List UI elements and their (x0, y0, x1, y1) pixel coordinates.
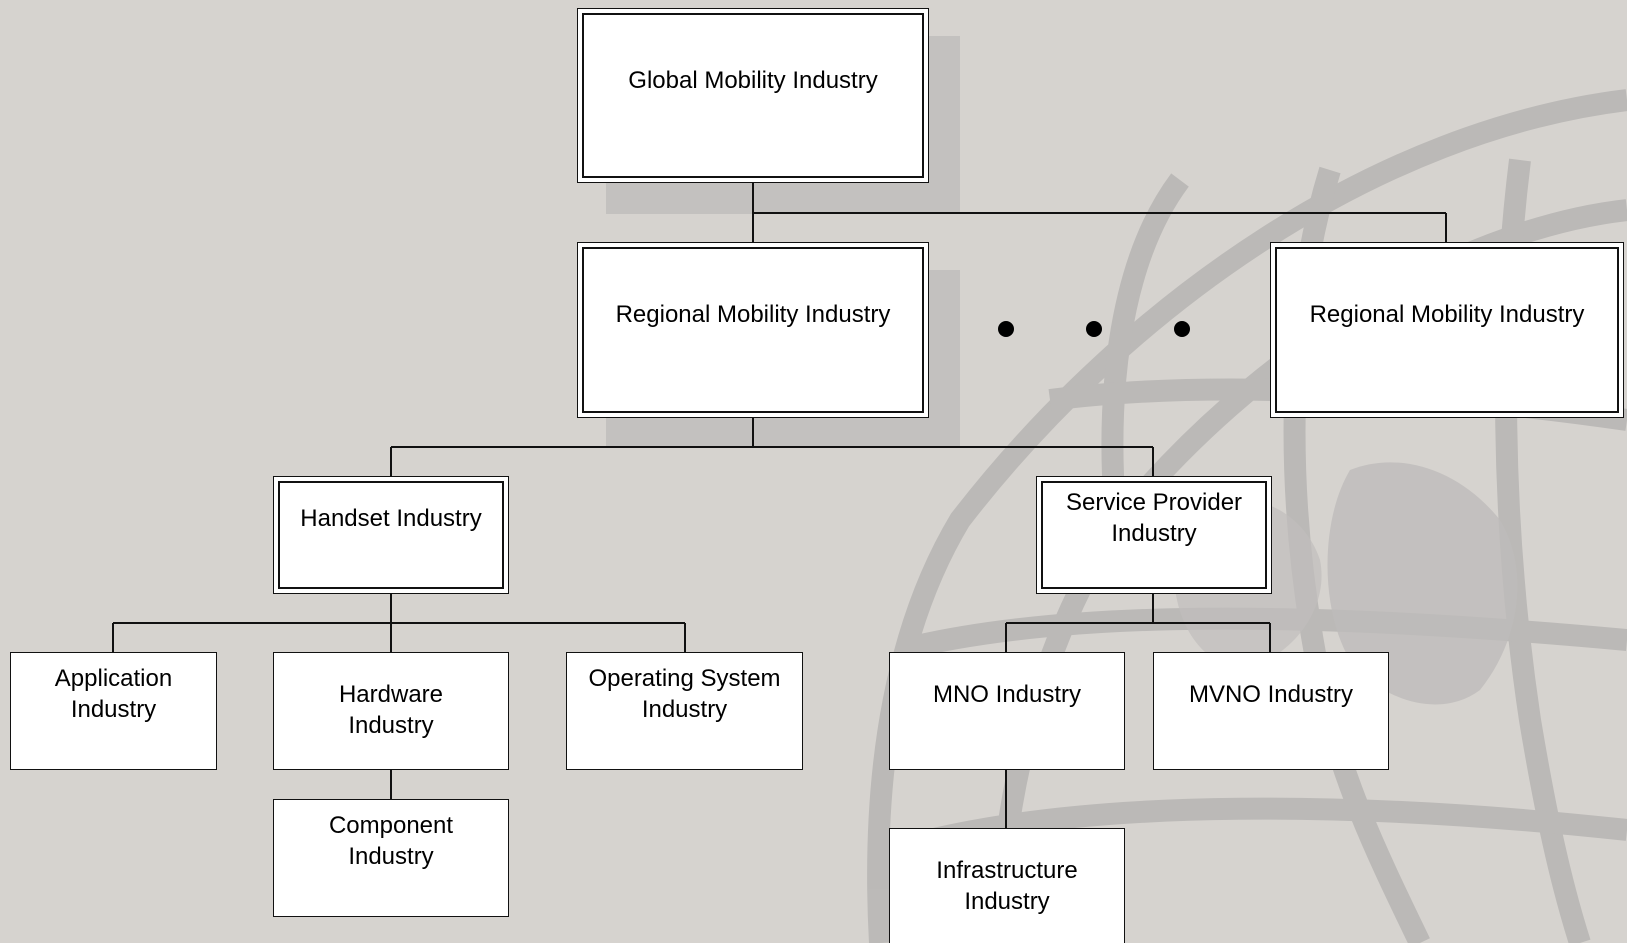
node-label: Service Provider Industry (1065, 489, 1243, 547)
ellipsis-dot (1086, 321, 1102, 337)
mvno-industry-box: MVNO Industry (1153, 652, 1389, 770)
node-label: MVNO Industry (1188, 681, 1354, 708)
hardware-industry-box: Hardware Industry (273, 652, 509, 770)
global-mobility-industry-box: Global Mobility Industry (577, 8, 929, 183)
regional-mobility-industry-box-right: Regional Mobility Industry (1270, 242, 1624, 418)
node-label: Infrastructure Industry (936, 857, 1078, 915)
node-label: Regional Mobility Industry (615, 301, 891, 328)
regional-mobility-industry-box-left: Regional Mobility Industry (577, 242, 929, 418)
node-label: Regional Mobility Industry (1309, 301, 1585, 328)
node-label: Operating System Industry (588, 665, 781, 723)
ellipsis-dot (1174, 321, 1190, 337)
globe-landmass-shape (1327, 462, 1518, 705)
handset-industry-box: Handset Industry (273, 476, 509, 594)
node-label: Application Industry (54, 665, 173, 723)
node-label: Component Industry (328, 812, 454, 870)
node-label: Global Mobility Industry (628, 67, 878, 94)
node-label: Handset Industry (300, 505, 482, 532)
service-provider-industry-box: Service Provider Industry (1036, 476, 1272, 594)
mno-industry-box: MNO Industry (889, 652, 1125, 770)
application-industry-box: Application Industry (10, 652, 217, 770)
operating-system-industry-box: Operating System Industry (566, 652, 803, 770)
node-label: Hardware Industry (338, 681, 444, 739)
component-industry-box: Component Industry (273, 799, 509, 917)
node-label: MNO Industry (932, 681, 1082, 708)
infrastructure-industry-box: Infrastructure Industry (889, 828, 1125, 943)
ellipsis-dot (998, 321, 1014, 337)
